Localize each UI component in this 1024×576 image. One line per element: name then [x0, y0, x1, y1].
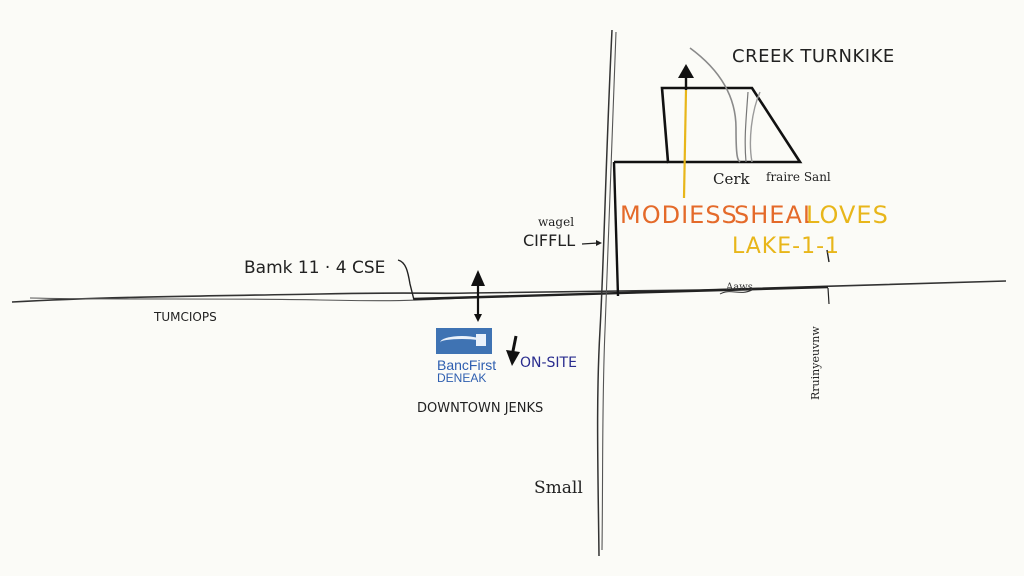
main-road-bottom	[29, 297, 471, 302]
building-drive-down	[612, 161, 620, 297]
bank-name-line1: BancFirst	[437, 357, 497, 373]
road-scribble-mark	[719, 289, 753, 295]
cifell-label: CIFFLL	[523, 231, 576, 250]
bank-street-connector	[397, 259, 415, 301]
east-road-bold	[413, 285, 829, 301]
creek-stroke-2	[749, 91, 761, 163]
sheal-label: SHEAL	[734, 201, 818, 229]
modiess-label: MODIESS	[620, 201, 738, 229]
vertical-road-right	[601, 31, 617, 551]
lake-label: LAKE-1-1	[732, 234, 841, 259]
creek-turnkike-label: CREEK TURNKIKE	[732, 46, 895, 67]
vertical-road-left	[596, 29, 613, 557]
bank-name-line2: DENEAK	[437, 371, 487, 385]
small-label: Small	[534, 478, 583, 498]
fare-note-label: fraire Sanl	[766, 170, 831, 184]
bank-access-arrow	[471, 270, 485, 322]
downtown-label: DOWNTOWN JENKS	[417, 401, 544, 416]
cifell-arrowhead	[596, 240, 602, 246]
east-vertical-street	[827, 287, 830, 305]
on-site-label: ON-SITE	[520, 355, 577, 371]
creek-stroke-3	[744, 91, 749, 163]
bank-logo-icon	[436, 328, 492, 354]
down-arrow-icon	[506, 335, 520, 366]
cerk-note-label: Cerk	[713, 170, 750, 188]
building-outline	[660, 86, 803, 164]
tumciops-label: TUMCIOPS	[154, 310, 217, 324]
wagel-label: wagel	[538, 215, 575, 229]
loves-label: LOVES	[806, 201, 889, 229]
bank-street-label: Bamk 11 · 4 CSE	[244, 258, 386, 278]
vertical-street-label: Rruinyeuvnw	[809, 326, 822, 400]
lake-tick	[826, 249, 830, 263]
road-scribble-label: Aaws	[726, 282, 753, 293]
cifell-arrow	[581, 242, 599, 245]
yellow-route	[682, 89, 688, 199]
up-arrow-icon	[678, 64, 694, 90]
creek-stroke-1	[689, 47, 741, 163]
